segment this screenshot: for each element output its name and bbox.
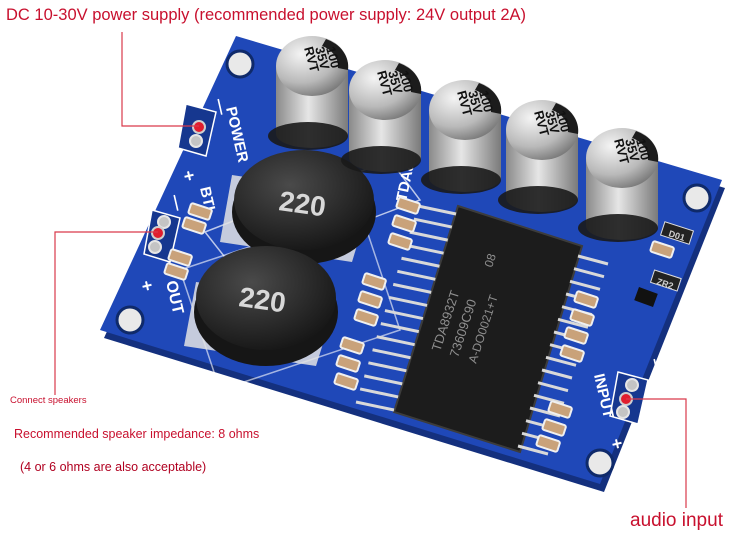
input-terminal xyxy=(609,371,649,425)
transistor xyxy=(634,287,658,307)
inductor-2 xyxy=(184,246,338,366)
speaker-impedance-annotation: Recommended speaker impedance: 8 ohms xyxy=(14,427,260,441)
capacitor-marking: 35V xyxy=(465,89,486,116)
chip-marking-4: 08 xyxy=(482,252,500,269)
audio-input-annotation: audio input xyxy=(630,510,723,531)
chip-pins xyxy=(355,204,609,456)
capacitor-marking: RVT xyxy=(374,69,395,98)
amplifier-chip xyxy=(355,204,609,456)
output-plus-label: + xyxy=(136,278,158,293)
power-terminal xyxy=(177,103,217,157)
power-supply-annotation: DC 10-30V power supply (recommended powe… xyxy=(6,6,527,24)
power-minus-label: — xyxy=(210,97,230,116)
connect-speakers-annotation: Connect speakers xyxy=(10,395,87,406)
capacitor-marking: 100 xyxy=(476,89,496,114)
capacitor-marking: 100 xyxy=(396,69,416,94)
capacitors: 10035VRVT10035VRVT10035VRVT10035VRVT1003… xyxy=(268,36,659,242)
annotation-leader-lines xyxy=(54,32,687,508)
capacitor-marking: RVT xyxy=(611,137,632,166)
capacitor-marking: 100 xyxy=(323,45,343,70)
capacitor-marking: 35V xyxy=(312,45,333,72)
mounting-hole xyxy=(682,183,712,213)
acceptable-impedance-annotation: (4 or 6 ohms are also acceptable) xyxy=(20,460,207,474)
capacitor-marking: RVT xyxy=(301,45,322,74)
smd-components xyxy=(163,196,675,453)
power-plus-label: + xyxy=(178,168,200,183)
part-zr2 xyxy=(649,269,682,292)
inductor-2-value: 220 xyxy=(237,281,288,318)
capacitor-marking: 35V xyxy=(542,109,563,136)
mounting-hole xyxy=(225,49,255,79)
input-minus-label: — xyxy=(646,357,666,376)
part-d01-label: D01 xyxy=(667,228,686,243)
capacitor-marking: 35V xyxy=(385,69,406,96)
capacitor-marking: RVT xyxy=(531,109,552,138)
part-d01 xyxy=(659,221,695,245)
capacitor-marking: 35V xyxy=(622,137,643,164)
mounting-hole xyxy=(585,448,615,478)
output-minus-label: — xyxy=(166,193,186,212)
capacitor-marking: 100 xyxy=(553,109,573,134)
mounting-hole xyxy=(115,305,145,335)
inductor-1 xyxy=(220,150,376,264)
inductor-1-value: 220 xyxy=(277,185,328,222)
capacitor-marking: 100 xyxy=(633,137,653,162)
capacitor-marking: RVT xyxy=(454,89,475,118)
input-plus-label: + xyxy=(606,436,628,451)
